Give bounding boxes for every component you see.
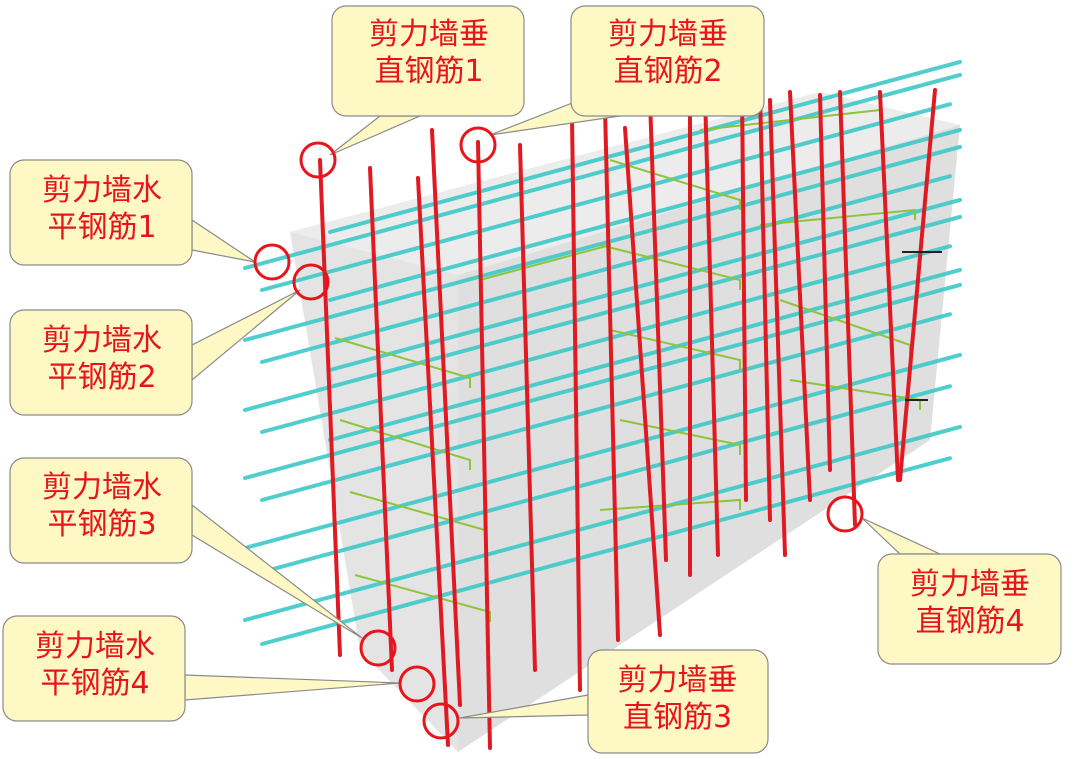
tie-rebar xyxy=(599,498,741,511)
vertical-rebar xyxy=(898,88,937,482)
marker-circle xyxy=(398,665,436,703)
vertical-rebar xyxy=(758,90,772,522)
vertical-rebar xyxy=(818,93,832,472)
vertical-rebar xyxy=(788,90,812,502)
callout-tail xyxy=(329,115,421,156)
vertical-rebar xyxy=(768,98,787,557)
tie-rebar xyxy=(354,574,491,622)
vertical-rebar xyxy=(416,176,450,747)
callout-tail xyxy=(861,517,941,555)
callout-bubble-vertical-3 xyxy=(587,649,769,754)
vertical-rebar xyxy=(878,90,900,482)
callout-bubble-horizontal-2 xyxy=(9,309,193,416)
marker-circle xyxy=(826,495,864,533)
callout-bubble-vertical-4 xyxy=(877,553,1062,665)
tie-rebar xyxy=(759,208,916,226)
vertical-rebar xyxy=(838,90,857,527)
horizontal-rebar xyxy=(243,282,962,480)
callout-group xyxy=(2,5,1062,754)
marker-circle xyxy=(299,141,337,179)
horizontal-rebar xyxy=(260,384,952,574)
vertical-rebar-group xyxy=(318,88,937,750)
horizontal-rebar xyxy=(328,197,962,372)
marker-group xyxy=(253,126,864,740)
vertical-rebar xyxy=(740,88,748,502)
horizontal-rebar xyxy=(260,456,952,646)
vertical-rebar xyxy=(318,158,342,657)
vertical-rebar xyxy=(623,126,662,637)
vertical-rebar xyxy=(570,116,582,692)
vertical-rebar xyxy=(648,98,668,562)
horizontal-rebar xyxy=(243,214,962,412)
vertical-rebar xyxy=(368,166,394,672)
vertical-rebar xyxy=(476,140,492,750)
marker-circle xyxy=(459,126,497,164)
callout-bubble-vertical-1 xyxy=(331,5,525,117)
horizontal-rebar xyxy=(260,312,952,502)
callout-bubble-horizontal-4 xyxy=(2,615,186,722)
marker-circle xyxy=(292,263,330,301)
callout-tail xyxy=(191,289,301,382)
vertical-rebar xyxy=(703,93,720,557)
vertical-rebar xyxy=(518,143,537,672)
horizontal-rebar xyxy=(328,267,962,442)
horizontal-rebar xyxy=(328,127,962,302)
callout-tail xyxy=(184,674,401,701)
vertical-rebar xyxy=(430,128,462,707)
marker-circle xyxy=(253,243,291,281)
horizontal-rebar xyxy=(260,244,952,434)
horizontal-rebar xyxy=(243,144,962,342)
horizontal-rebar-group xyxy=(243,59,962,646)
marker-circle xyxy=(422,702,460,740)
marker-circle xyxy=(359,629,397,667)
tie-rebar xyxy=(599,244,741,290)
vertical-rebar xyxy=(603,106,620,642)
callout-bubble-horizontal-3 xyxy=(9,457,193,564)
tie-rebar xyxy=(609,329,741,370)
callout-tail xyxy=(191,218,256,263)
callout-bubble-vertical-2 xyxy=(570,5,765,117)
callout-bubble-horizontal-1 xyxy=(9,159,193,266)
horizontal-rebar xyxy=(243,424,962,622)
